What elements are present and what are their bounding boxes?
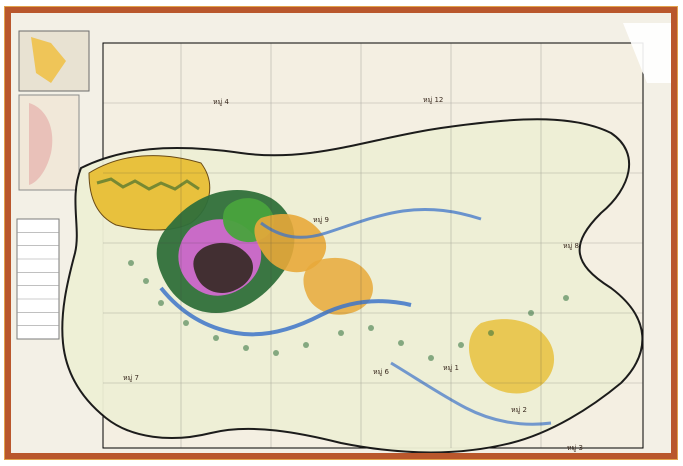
river-north <box>260 207 482 239</box>
village-label-v4: หมู่ 6 <box>373 368 389 376</box>
village-label-v8: หมู่ 2 <box>511 406 527 414</box>
village-label-v1: หมู่ 4 <box>213 98 229 106</box>
river-south <box>390 361 552 426</box>
yellow-zone-hatching <box>96 177 200 191</box>
village-label-v7: หมู่ 8 <box>563 242 579 250</box>
inset-terrain <box>29 103 53 185</box>
inset-region <box>31 37 66 83</box>
dark-zone <box>193 242 253 294</box>
map-sheet: หมู่ 4 หมู่ 12 หมู่ 9 หมู่ 6 หมู่ 1 หมู่… <box>11 13 671 453</box>
legend-table <box>16 218 60 340</box>
village-label-v2: หมู่ 12 <box>423 96 444 104</box>
photo-frame: หมู่ 4 หมู่ 12 หมู่ 9 หมู่ 6 หมู่ 1 หมู่… <box>4 6 678 460</box>
village-label-v6: หมู่ 7 <box>123 374 139 382</box>
river-main <box>159 286 412 337</box>
village-label-v9: หมู่ 3 <box>567 444 583 452</box>
agriculture-patch-2 <box>303 257 373 315</box>
paper-fold <box>623 23 671 83</box>
map-grid <box>103 43 643 448</box>
legend-lines <box>17 232 59 327</box>
village-label-v5: หมู่ 1 <box>443 364 459 372</box>
agriculture-patch-3 <box>468 319 555 394</box>
village-label-v3: หมู่ 9 <box>313 216 329 224</box>
vegetation-dots <box>128 260 569 361</box>
map-svg <box>16 23 671 453</box>
